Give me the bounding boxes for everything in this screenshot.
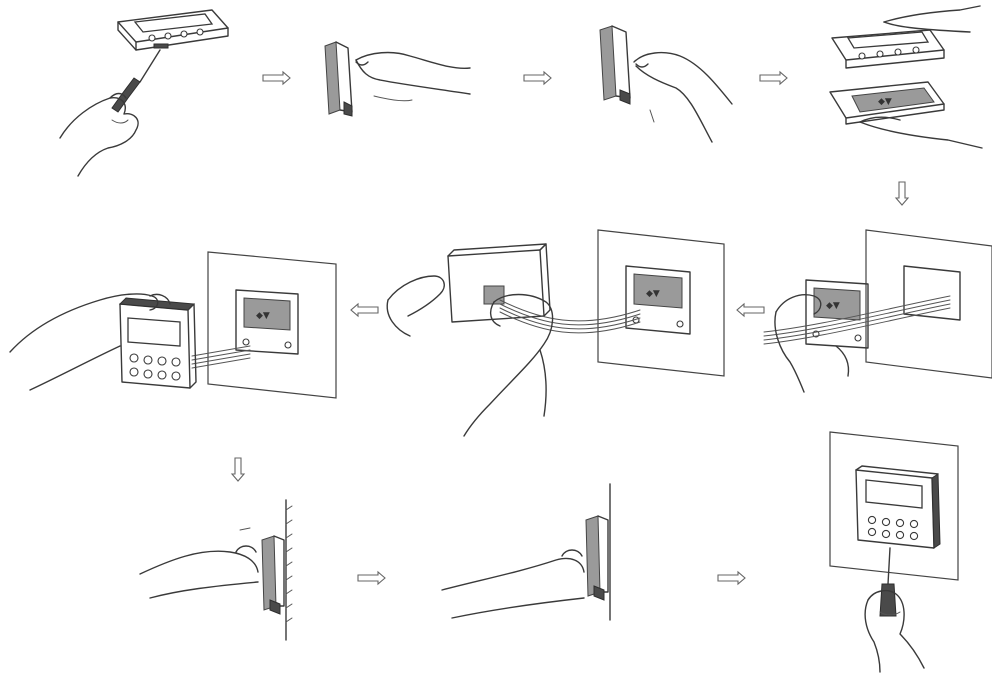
svg-text:◆▼: ◆▼ (646, 289, 660, 299)
arrow-icon (351, 304, 378, 316)
panel-2-side-release (325, 42, 470, 116)
arrow-icon (760, 72, 787, 84)
controller-icon (120, 298, 196, 388)
svg-text:◆▼: ◆▼ (878, 97, 892, 107)
wall-hatching (286, 506, 292, 622)
panel-5-attach-front: ◆▼ (10, 252, 336, 398)
panel-6-connect-wires: ◆▼ (387, 230, 724, 436)
svg-text:◆▼: ◆▼ (826, 301, 840, 311)
panel-9-snap-in (442, 484, 610, 620)
svg-text:◆▼: ◆▼ (256, 311, 270, 321)
arrow-icon (896, 182, 908, 205)
panel-1-remove-screw (60, 10, 228, 176)
hand-icon (60, 94, 138, 177)
panel-7-mount-base: ◆▼ (764, 230, 992, 392)
hand-icon (387, 276, 444, 336)
arrow-icon (358, 572, 385, 584)
controller-icon (832, 30, 944, 68)
panel-3-side-separate (600, 26, 732, 142)
panel-4-lift-cover: ◆▼ (830, 6, 982, 148)
screwdriver-icon (112, 50, 160, 112)
panel-8-press-on (140, 500, 292, 640)
arrow-icon (232, 458, 244, 481)
arrow-icon (737, 304, 764, 316)
arrow-icon (524, 72, 551, 84)
controller-icon (448, 244, 550, 322)
arrow-icon (718, 572, 745, 584)
arrow-icon (263, 72, 290, 84)
controller-icon (118, 10, 228, 50)
panel-10-fasten-screw (830, 432, 958, 672)
